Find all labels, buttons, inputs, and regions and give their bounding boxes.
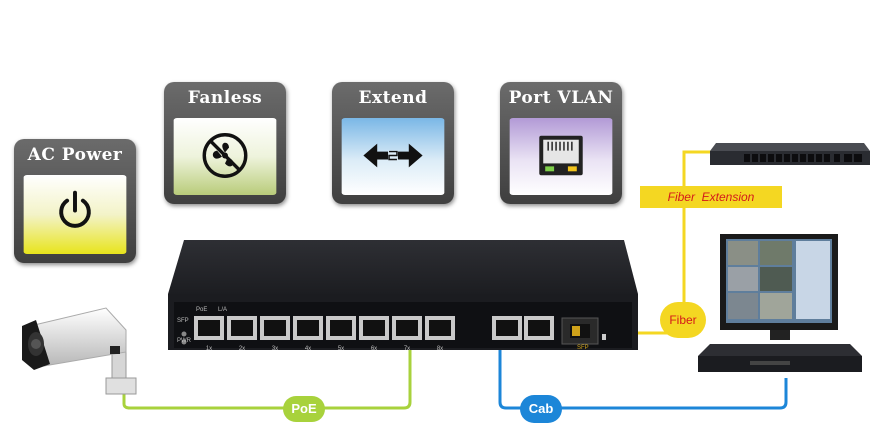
feature-title: Extend	[358, 88, 428, 108]
poe-switch	[168, 240, 638, 350]
port-opening	[264, 320, 286, 336]
port-opening	[396, 320, 418, 336]
ip-camera	[22, 307, 137, 395]
cab-cable	[498, 338, 788, 410]
port-opening	[528, 320, 550, 336]
fiber-extension-label: Fiber Extension	[640, 186, 782, 208]
label-la: L/A	[218, 307, 228, 313]
label-sfp-port: SFP	[577, 345, 589, 351]
feature-title: Fanless	[187, 88, 263, 108]
port-opening	[231, 320, 253, 336]
fiber-cable	[600, 150, 716, 335]
feature-extend: Extend	[332, 82, 454, 204]
port-label: 7x	[403, 346, 411, 352]
feature-port-vlan: Port VLAN	[500, 82, 622, 204]
remote-switch	[710, 143, 870, 165]
feature-fanless: Fanless	[164, 82, 286, 204]
port-label: 1x	[205, 346, 213, 352]
no-fan-icon	[173, 118, 277, 195]
port-opening	[330, 320, 352, 336]
feature-ac-power: AC Power	[14, 139, 136, 263]
port-opening	[363, 320, 385, 336]
feature-title: Port VLAN	[508, 88, 614, 108]
label-sfp-led: SFP	[177, 318, 189, 324]
port-label: 4x	[304, 346, 312, 352]
power-icon	[23, 175, 127, 254]
port-label: 3x	[271, 346, 279, 352]
cab-badge: Cab	[520, 395, 562, 423]
label-poe: PoE	[196, 307, 208, 313]
nvr-monitor	[698, 234, 862, 372]
poe-cable	[122, 348, 412, 410]
port-opening	[297, 320, 319, 336]
fiber-badge: Fiber	[660, 302, 706, 338]
port-label: 6x	[370, 346, 378, 352]
double-arrow-icon	[341, 118, 445, 195]
port-opening	[198, 320, 220, 336]
poe-badge: PoE	[283, 396, 325, 422]
port-opening	[496, 320, 518, 336]
port-opening	[429, 320, 451, 336]
ethernet-port-icon	[509, 118, 613, 195]
port-label: 8x	[436, 346, 444, 352]
port-label: 2x	[238, 346, 246, 352]
port-label: 5x	[337, 346, 345, 352]
label-pwr-led: PWR	[177, 338, 191, 344]
feature-title: AC Power	[27, 145, 123, 165]
